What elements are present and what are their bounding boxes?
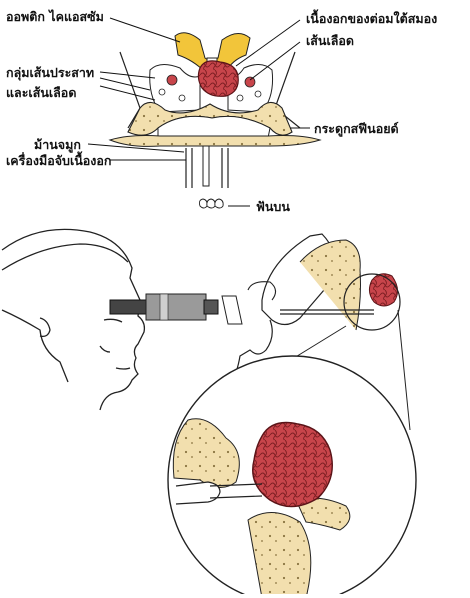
label-optic-chiasm: ออพติก ไคแอสซัม: [6, 9, 104, 24]
tumor-top: [197, 60, 239, 97]
upper-teeth: [198, 198, 224, 209]
nasal-septum-top: [202, 145, 210, 187]
label-upper-teeth: ฟันบน: [256, 199, 290, 214]
label-nerves-vessels: กลุ่มเส้นประสาท: [6, 65, 95, 80]
label-nerves-vessels-2: และเส้นเลือด: [6, 85, 77, 100]
endoscope: [109, 293, 243, 325]
label-tumor: เนื้องอกของต่อมใต้สมอง: [306, 11, 438, 26]
label-vessel: เส้นเลือด: [306, 33, 355, 48]
nose-section: [225, 233, 401, 389]
surgical-tool-large: [175, 481, 221, 505]
tumor-large: [252, 421, 333, 508]
label-nasal-septum: ม้านจมูก: [34, 137, 81, 152]
label-surgical-tool: เครื่องมือจับเนื้องอก: [6, 153, 112, 168]
magnifier-circle-small: [343, 273, 401, 331]
label-sphenoid-bone: กระดูกสฟีนอยด์: [314, 121, 399, 136]
patient-head: [1, 228, 146, 411]
tumor-mid: [368, 273, 398, 307]
leader-lines: [87, 17, 310, 207]
sphenoid-bone-top: [127, 101, 293, 136]
magnified-view: [167, 355, 417, 598]
top-cross-section: [108, 32, 322, 209]
